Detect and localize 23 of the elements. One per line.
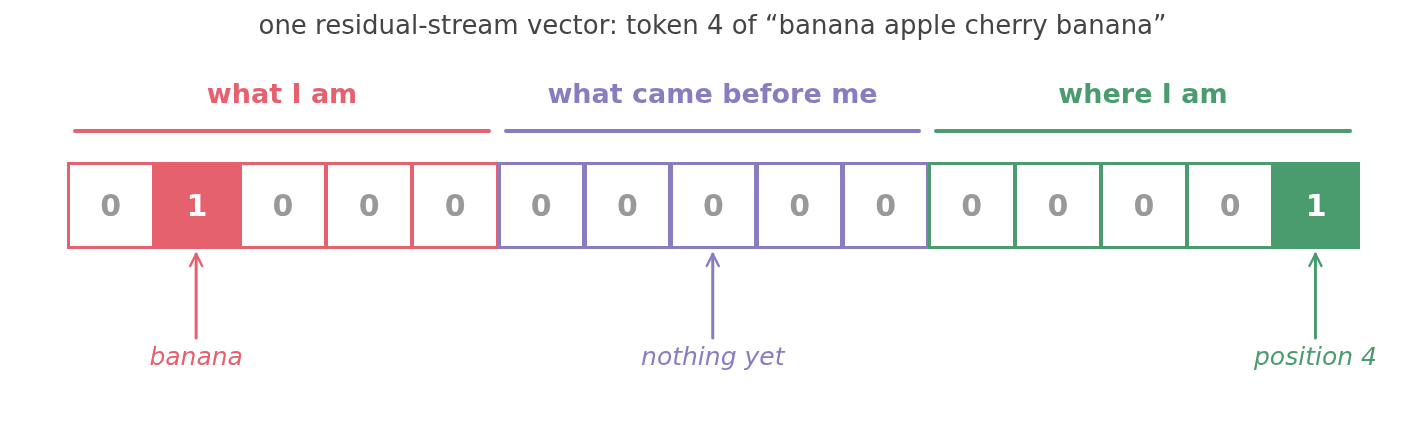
vector-cell: 1 — [153, 162, 241, 249]
vector-cell: 0 — [411, 162, 499, 249]
group-heading: what I am — [206, 78, 358, 109]
vector-cell: 1 — [1272, 162, 1360, 249]
vector-cell: 0 — [1100, 162, 1188, 249]
vector-cell: 0 — [841, 162, 930, 249]
vector-cell: 0 — [497, 162, 586, 249]
vector-cell: 0 — [669, 162, 758, 249]
vector-cell: 0 — [928, 162, 1016, 249]
annotation-text: position 4 — [1254, 342, 1377, 371]
vector-cell: 0 — [755, 162, 844, 249]
vector-cell: 0 — [583, 162, 672, 249]
vector-cell: 0 — [325, 162, 413, 249]
annotation-text: banana — [149, 342, 243, 371]
group-heading: what came before me — [547, 78, 878, 109]
arrow — [188, 252, 204, 340]
vector-cell: 0 — [239, 162, 327, 249]
vector-cell: 0 — [1014, 162, 1102, 249]
title: one residual-stream vector: token 4 of “banana apple cherry banana” — [258, 10, 1167, 40]
arrow — [1308, 252, 1323, 340]
annotation-text: nothing yet — [641, 342, 785, 371]
arrow — [705, 252, 720, 340]
group-heading: where I am — [1058, 78, 1228, 109]
